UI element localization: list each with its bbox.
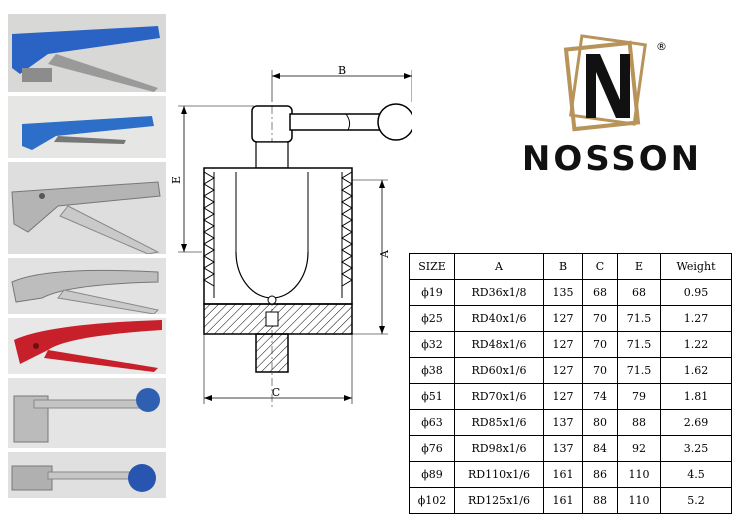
cell-e: 110 [617, 487, 661, 514]
cell-weight: 1.81 [660, 383, 732, 410]
col-e-header: E [617, 253, 661, 280]
cell-size: ϕ89 [409, 461, 455, 488]
dim-c-label: C [272, 386, 280, 399]
cell-b: 161 [543, 461, 583, 488]
cell-a: RD98x1/6 [454, 435, 544, 462]
red-handle-photo [8, 318, 166, 374]
cell-e: 92 [617, 435, 661, 462]
cell-b: 135 [543, 279, 583, 306]
cell-e: 68 [617, 279, 661, 306]
cell-size: ϕ76 [409, 435, 455, 462]
cell-a: RD70x1/6 [454, 383, 544, 410]
cell-b: 127 [543, 357, 583, 384]
cell-b: 137 [543, 409, 583, 436]
cell-weight: 1.62 [660, 357, 732, 384]
cell-weight: 5.2 [660, 487, 732, 514]
col-a-header: A [454, 253, 544, 280]
cell-b: 137 [543, 435, 583, 462]
cell-c: 84 [582, 435, 618, 462]
cell-size: ϕ51 [409, 383, 455, 410]
registered-mark: ® [656, 40, 667, 53]
cell-weight: 3.25 [660, 435, 732, 462]
cell-c: 74 [582, 383, 618, 410]
col-size-header: SIZE [409, 253, 455, 280]
cell-size: ϕ32 [409, 331, 455, 358]
cell-size: ϕ25 [409, 305, 455, 332]
cell-c: 70 [582, 357, 618, 384]
steel-handle-photo [8, 162, 166, 254]
cell-size: ϕ63 [409, 409, 455, 436]
dim-e-label: E [172, 176, 183, 184]
cell-a: RD125x1/6 [454, 487, 544, 514]
cell-c: 70 [582, 305, 618, 332]
nosson-logo: ® NOSSON [508, 32, 724, 182]
cell-size: ϕ102 [409, 487, 455, 514]
cell-a: RD85x1/6 [454, 409, 544, 436]
cell-a: RD48x1/6 [454, 331, 544, 358]
blue-short-handle-photo [8, 96, 166, 158]
valve-technical-drawing: B E [170, 62, 415, 412]
cell-c: 68 [582, 279, 618, 306]
blue-long-handle-photo [8, 14, 166, 92]
cell-b: 127 [543, 383, 583, 410]
cell-e: 79 [617, 383, 661, 410]
col-b-header: B [543, 253, 583, 280]
cell-c: 80 [582, 409, 618, 436]
cell-b: 127 [543, 331, 583, 358]
cell-size: ϕ19 [409, 279, 455, 306]
cell-e: 88 [617, 409, 661, 436]
cell-e: 71.5 [617, 357, 661, 384]
cell-weight: 0.95 [660, 279, 732, 306]
dim-a-label: A [378, 249, 391, 259]
handle-photos-column [8, 14, 166, 498]
cell-e: 110 [617, 461, 661, 488]
cell-weight: 1.22 [660, 331, 732, 358]
cell-a: RD60x1/6 [454, 357, 544, 384]
steel-curved-handle-photo [8, 258, 166, 314]
cell-a: RD36x1/8 [454, 279, 544, 306]
blue-ball-lever-photo [8, 452, 166, 498]
cell-c: 86 [582, 461, 618, 488]
cell-c: 70 [582, 331, 618, 358]
cell-c: 88 [582, 487, 618, 514]
cell-e: 71.5 [617, 331, 661, 358]
cell-a: RD110x1/6 [454, 461, 544, 488]
cell-a: RD40x1/6 [454, 305, 544, 332]
dim-b-label: B [338, 64, 346, 77]
table-header-row: SIZE A B C E Weight [409, 253, 732, 280]
col-c-header: C [582, 253, 618, 280]
col-weight-header: Weight [660, 253, 732, 280]
cell-weight: 4.5 [660, 461, 732, 488]
cell-b: 161 [543, 487, 583, 514]
cell-e: 71.5 [617, 305, 661, 332]
brand-name: NOSSON [522, 139, 702, 179]
cell-size: ϕ38 [409, 357, 455, 384]
cell-b: 127 [543, 305, 583, 332]
cell-weight: 2.69 [660, 409, 732, 436]
cell-weight: 1.27 [660, 305, 732, 332]
steel-ball-handle-photo [8, 378, 166, 448]
